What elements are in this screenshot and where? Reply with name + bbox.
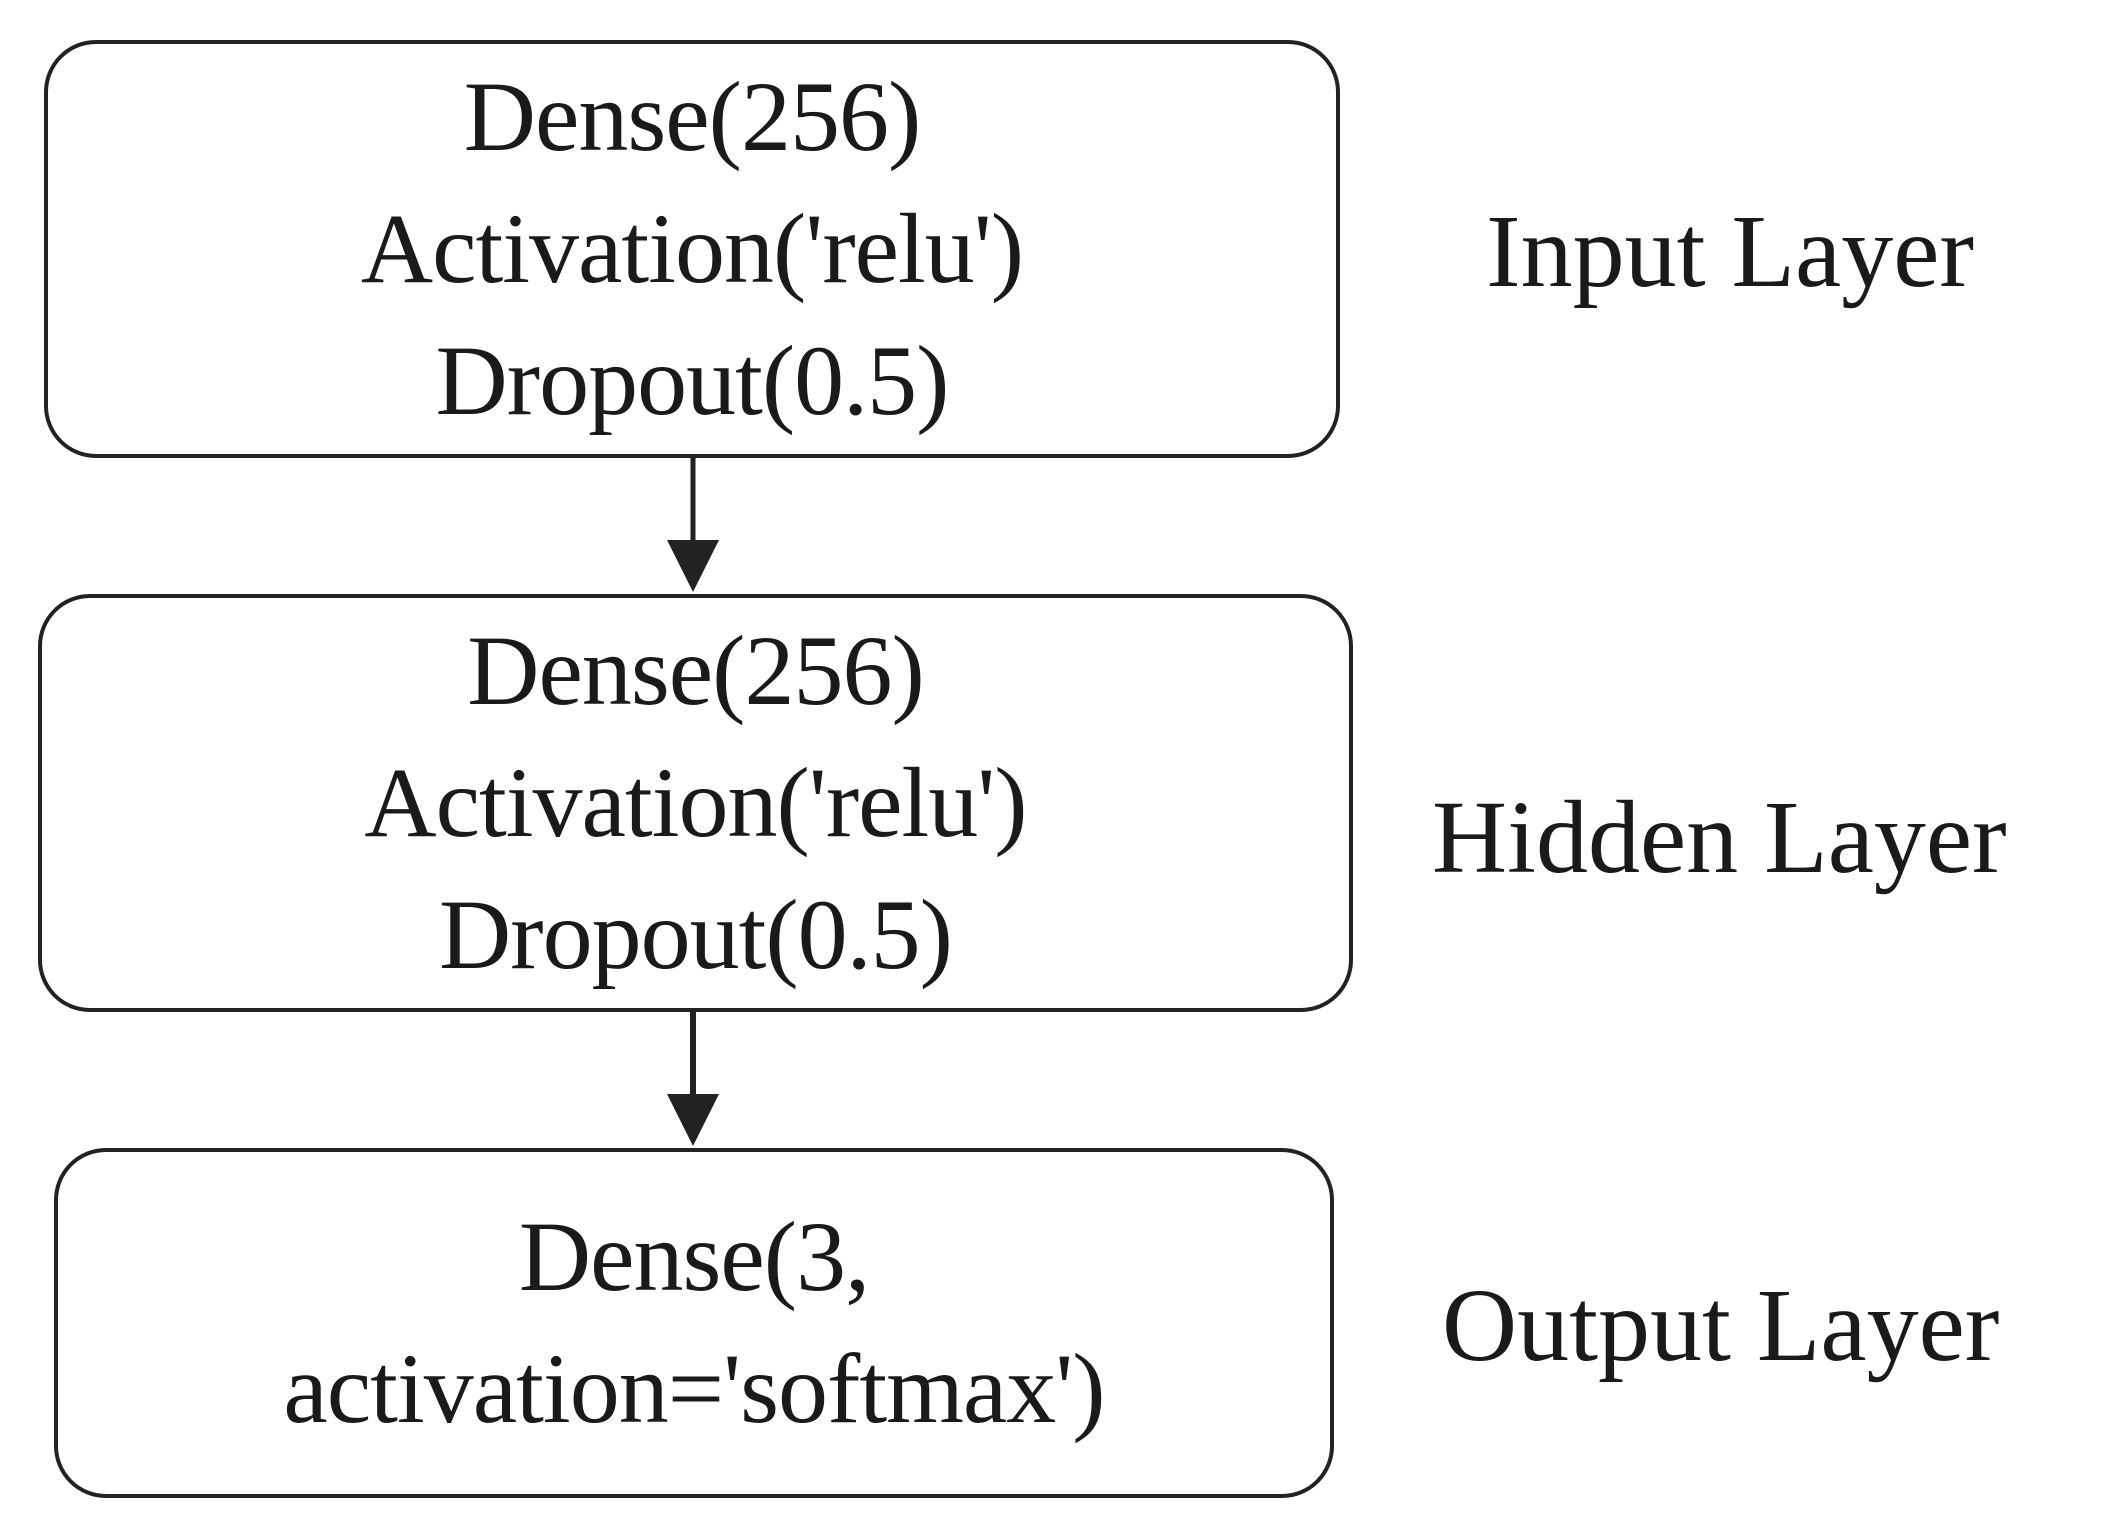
hidden-layer-activation: Activation('relu') [364, 747, 1027, 858]
hidden-layer-box: Dense(256) Activation('relu') Dropout(0.… [38, 594, 1353, 1012]
output-layer-label: Output Layer [1442, 1268, 2000, 1383]
input-layer-dense: Dense(256) [463, 61, 922, 172]
output-layer-dense: Dense(3, [518, 1201, 870, 1312]
arrow-down-icon [667, 458, 719, 592]
hidden-layer-dropout: Dropout(0.5) [439, 879, 953, 990]
hidden-layer-label: Hidden Layer [1432, 780, 2007, 895]
input-layer-activation: Activation('relu') [360, 193, 1024, 304]
input-layer-box: Dense(256) Activation('relu') Dropout(0.… [44, 40, 1340, 458]
input-layer-dropout: Dropout(0.5) [435, 325, 950, 436]
hidden-layer-dense: Dense(256) [467, 615, 925, 726]
arrow-down-icon [667, 1012, 719, 1146]
output-layer-activation: activation='softmax') [283, 1333, 1105, 1444]
input-layer-label: Input Layer [1486, 194, 1975, 309]
output-layer-box: Dense(3, activation='softmax') [54, 1148, 1334, 1498]
